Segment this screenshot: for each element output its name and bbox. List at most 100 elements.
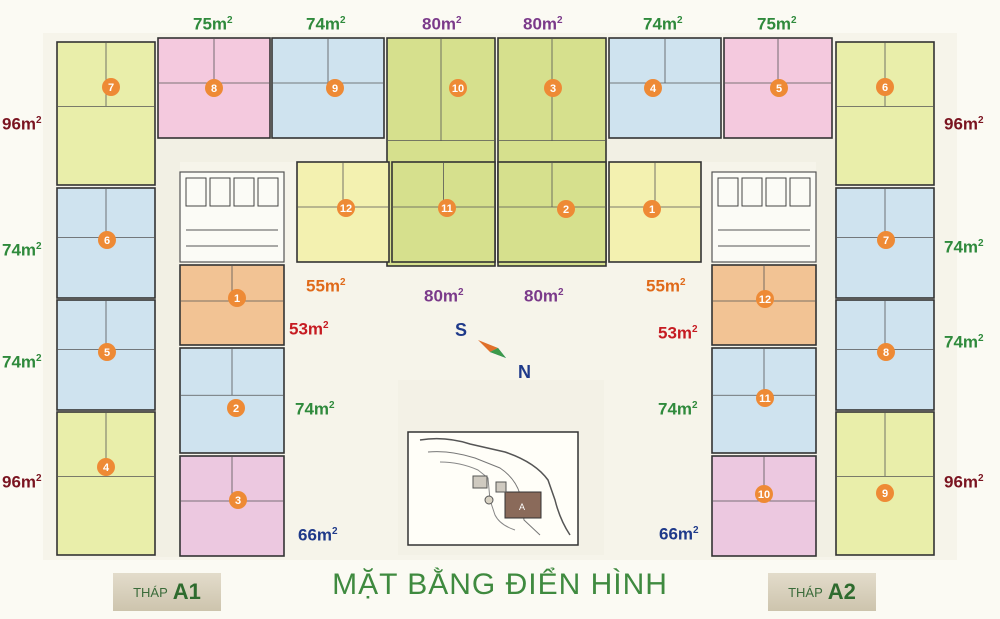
- tower-a2-badge: THÁP A2: [768, 573, 876, 611]
- page-title: MẶT BẰNG ĐIỂN HÌNH: [332, 568, 668, 601]
- area-label: 75m2: [757, 14, 797, 34]
- area-label: 66m2: [298, 525, 338, 545]
- area-label: 74m2: [658, 399, 698, 419]
- tower-name: A2: [827, 579, 856, 604]
- unit-number-badge: [326, 79, 344, 97]
- area-label: 74m2: [944, 237, 984, 257]
- apartment-unit: 9: [271, 37, 385, 139]
- unit-number-badge: [756, 389, 774, 407]
- apartment-unit: 1: [608, 161, 702, 263]
- unit-number: 5: [776, 83, 782, 95]
- unit-number-badge: [877, 343, 895, 361]
- tower-prefix: THÁP: [788, 584, 823, 600]
- unit-number-badge: [770, 79, 788, 97]
- area-label: 74m2: [306, 14, 346, 34]
- unit-number: 4: [103, 462, 110, 474]
- apartment-unit: 9: [835, 411, 935, 556]
- area-label: 80m2: [523, 14, 563, 34]
- apartment-unit: 2: [179, 347, 285, 454]
- apartment-unit: 3: [179, 455, 285, 557]
- apartment-unit: 7: [56, 41, 156, 186]
- unit-number: 10: [758, 489, 770, 501]
- site-map: A: [398, 380, 604, 555]
- unit-number-badge: [756, 290, 774, 308]
- apartment-unit: 5: [723, 37, 833, 139]
- apartment-unit: 6: [56, 187, 156, 299]
- unit-number: 2: [563, 204, 569, 216]
- corridor-right: [816, 162, 836, 557]
- unit-number-badge: [876, 78, 894, 96]
- core-right: [711, 171, 817, 263]
- unit-number: 7: [108, 82, 114, 94]
- unit-number: 11: [759, 393, 771, 405]
- unit-number-badge: [227, 399, 245, 417]
- area-label: 75m2: [193, 14, 233, 34]
- unit-number-badge: [228, 289, 246, 307]
- apartment-unit: 2: [497, 161, 607, 263]
- apartment-unit: 12: [296, 161, 390, 263]
- area-label: 74m2: [295, 399, 335, 419]
- unit-number: 6: [104, 235, 110, 247]
- apartment-unit: 12: [711, 264, 817, 346]
- unit-number-badge: [98, 231, 116, 249]
- area-label: 74m2: [643, 14, 683, 34]
- unit-number-badge: [438, 199, 456, 217]
- unit-number-badge: [877, 231, 895, 249]
- area-label: 96m2: [944, 472, 984, 492]
- area-label: 96m2: [2, 114, 42, 134]
- area-label: 74m2: [2, 240, 42, 260]
- compass-south-label: S: [455, 320, 468, 340]
- unit-number-badge: [449, 79, 467, 97]
- area-label: 74m2: [2, 352, 42, 372]
- unit-number-badge: [755, 485, 773, 503]
- area-label: 66m2: [659, 524, 699, 544]
- unit-number-badge: [876, 484, 894, 502]
- unit-number-badge: [97, 458, 115, 476]
- unit-number: 1: [234, 293, 240, 305]
- apartment-unit: 8: [835, 299, 935, 411]
- unit-number-badge: [337, 199, 355, 217]
- corridor-left: [155, 162, 180, 557]
- tower-name: A1: [172, 579, 201, 604]
- area-label: 53m2: [289, 319, 329, 339]
- area-label: 55m2: [646, 276, 686, 296]
- unit-number: 12: [759, 294, 771, 306]
- apartment-unit: 4: [56, 411, 156, 556]
- unit-number: 2: [233, 403, 239, 415]
- core-left: [179, 171, 285, 263]
- svg-text:A: A: [519, 502, 525, 512]
- apartment-unit: 8: [157, 37, 271, 139]
- apartment-unit: 7: [835, 187, 935, 299]
- area-label: 80m2: [424, 286, 464, 306]
- area-label: 80m2: [524, 286, 564, 306]
- apartment-unit: 11: [711, 347, 817, 454]
- area-label: 55m2: [306, 276, 346, 296]
- apartment-unit: 1: [179, 264, 285, 346]
- tower-prefix: THÁP: [133, 584, 168, 600]
- unit-number: 8: [211, 83, 217, 95]
- unit-number: 6: [882, 82, 888, 94]
- compass-icon: [478, 340, 506, 358]
- unit-number-badge: [544, 79, 562, 97]
- unit-number: 10: [452, 83, 464, 95]
- area-label: 53m2: [658, 323, 698, 343]
- unit-number: 9: [882, 488, 888, 500]
- area-label: 96m2: [2, 472, 42, 492]
- unit-number-badge: [557, 200, 575, 218]
- unit-number: 3: [550, 83, 556, 95]
- tower-a1-badge: THÁP A1: [113, 573, 221, 611]
- apartment-unit: 10: [711, 455, 817, 557]
- area-label: 74m2: [944, 332, 984, 352]
- apartment-unit: 5: [56, 299, 156, 411]
- unit-number: 9: [332, 83, 338, 95]
- unit-number: 8: [883, 347, 889, 359]
- unit-number-badge: [205, 79, 223, 97]
- apartment-unit: 6: [835, 41, 935, 186]
- unit-number-badge: [102, 78, 120, 96]
- unit-number: 4: [650, 83, 657, 95]
- unit-number: 1: [649, 204, 655, 216]
- apartment-unit: 11: [391, 161, 496, 263]
- unit-number-badge: [643, 200, 661, 218]
- unit-number-badge: [229, 491, 247, 509]
